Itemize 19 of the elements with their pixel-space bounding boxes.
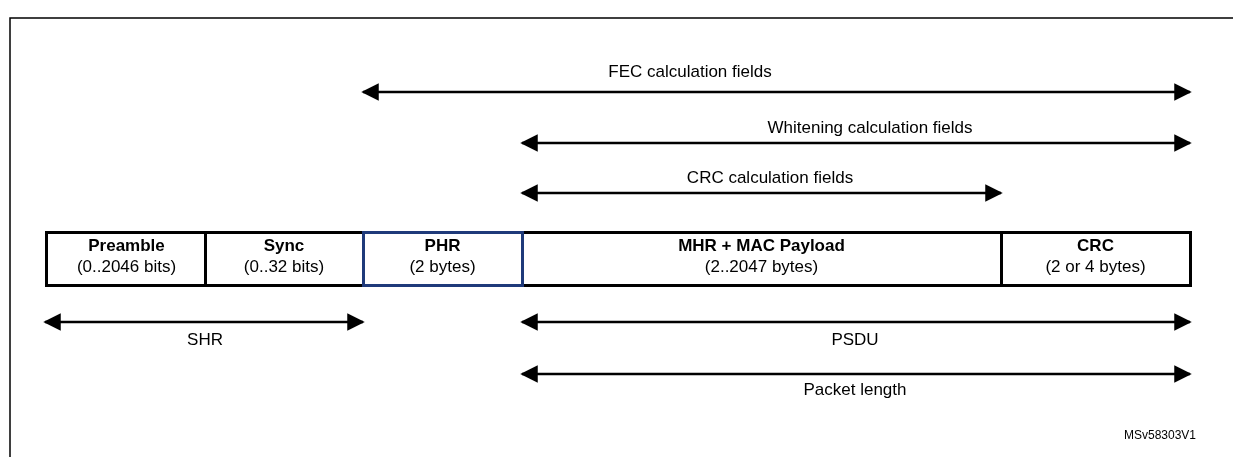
packet-field [203, 231, 365, 287]
span-label: Packet length [803, 380, 907, 400]
span-label: SHR [187, 330, 223, 350]
span-label: CRC calculation fields [686, 168, 854, 188]
figure-id: MSv58303V1 [1124, 428, 1196, 442]
field-name: Preamble [87, 236, 166, 256]
span-label: FEC calculation fields [608, 62, 772, 82]
field-name: Sync [262, 236, 306, 256]
field-name: CRC [1076, 236, 1115, 256]
field-size: (2..2047 bytes) [703, 256, 820, 278]
field-name: MHR + MAC Payload [677, 236, 846, 256]
span-label: Whitening calculation fields [767, 118, 973, 138]
field-size: (2 or 4 bytes) [1044, 256, 1147, 278]
field-size: (0..32 bits) [242, 256, 326, 278]
field-size: (0..2046 bits) [75, 256, 178, 278]
span-label: PSDU [831, 330, 879, 350]
field-name: PHR [423, 236, 462, 256]
packet-field [361, 231, 524, 287]
field-size: (2 bytes) [408, 256, 477, 278]
